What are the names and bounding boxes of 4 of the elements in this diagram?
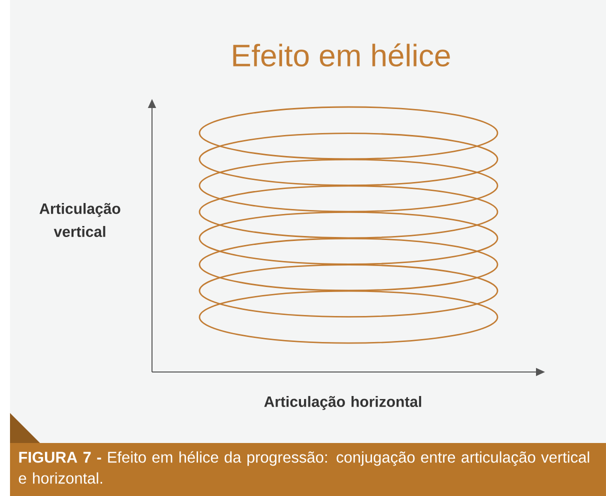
- title: Efeito em hélice: [233, 43, 450, 67]
- axis-label: Articulação vertical: [40, 202, 120, 237]
- axis-label: Articulação horizontal: [264, 396, 422, 410]
- caption-band: FIGURA 7 - Efeito em hélice da progressão: conjugação entre articulação vertical e horizontal.: [10, 442, 606, 496]
